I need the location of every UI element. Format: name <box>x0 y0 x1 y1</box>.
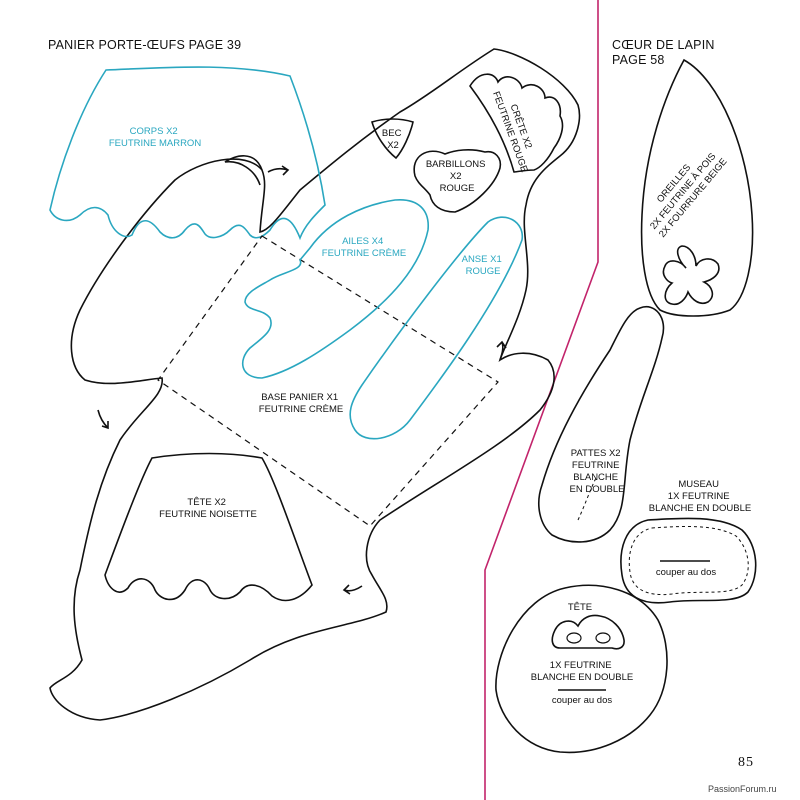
ailes-label: AILES X4 FEUTRINE CRÈME <box>322 236 406 259</box>
right-section-title: CŒUR DE LAPIN PAGE 58 <box>612 38 718 67</box>
anse-outline <box>349 216 523 440</box>
crete-outline <box>469 73 564 173</box>
bec-outline <box>371 118 414 160</box>
barbillons-outline <box>413 149 502 213</box>
watermark: PassionForum.ru <box>708 784 777 794</box>
corps-piece-outline <box>49 66 326 241</box>
pattes-label: PATTES X2 FEUTRINE BLANCHE EN DOUBLE <box>570 448 625 495</box>
anse-label: ANSE X1 ROUGE <box>462 254 505 277</box>
corps-inner-curve <box>224 155 263 186</box>
ailes-outline <box>241 199 429 379</box>
tete-rabbit-outline <box>495 584 668 754</box>
section-divider <box>484 0 599 800</box>
base-panier-outline <box>157 235 499 527</box>
eyes-icon <box>551 614 625 650</box>
tete-cut-label: couper au dos <box>552 695 612 706</box>
flower-icon <box>662 245 720 306</box>
bec-label: BEC X2 <box>382 128 404 151</box>
base-panier-label: BASE PANIER X1 FEUTRINE CRÈME <box>259 392 343 415</box>
arrow-icon <box>267 165 290 176</box>
tete-rabbit-label: 1X FEUTRINE BLANCHE EN DOUBLE <box>531 660 633 683</box>
museau-cut-label: couper au dos <box>656 567 716 578</box>
corps-label: CORPS X2 FEUTRINE MARRON <box>109 126 202 149</box>
pattes-outline <box>538 305 665 543</box>
pattes-fold-line <box>577 477 597 521</box>
eye-right-icon <box>595 632 611 644</box>
oreilles-label: OREILLES 2X FEUTRINE À POIS 2X FOURRURE … <box>639 141 730 240</box>
museau-outline <box>620 517 757 604</box>
tete-rabbit-title: TÊTE <box>568 602 592 613</box>
eye-left-icon <box>566 632 582 644</box>
arrow-icon <box>342 584 363 595</box>
arrow-icon <box>97 409 109 430</box>
tete-label: TÊTE X2 FEUTRINE NOISETTE <box>159 497 257 520</box>
museau-label: MUSEAU 1X FEUTRINE BLANCHE EN DOUBLE <box>649 479 751 514</box>
museau-seam <box>628 525 749 596</box>
tete-outline <box>104 452 313 602</box>
page-number: 85 <box>738 755 754 770</box>
oreilles-outline <box>640 58 754 317</box>
left-section-title: PANIER PORTE-ŒUFS PAGE 39 <box>48 38 241 52</box>
barbillons-label: BARBILLONS X2 ROUGE <box>426 159 488 194</box>
arrow-icon <box>496 340 507 361</box>
corps-outline <box>49 48 581 721</box>
